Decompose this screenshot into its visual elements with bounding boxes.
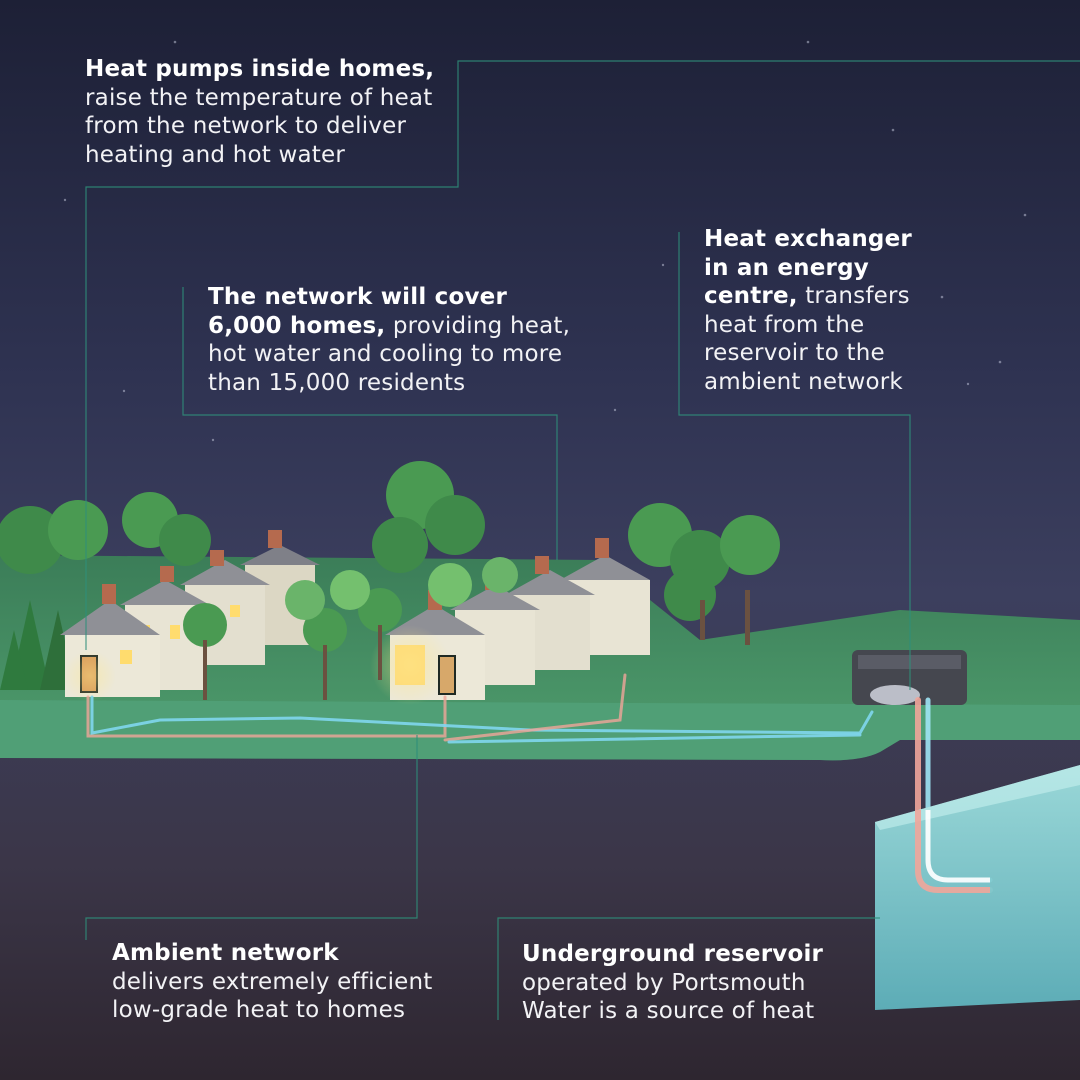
callout-heat-exchanger-title: Heat exchanger in an energy centre, xyxy=(704,226,912,309)
callout-heat-pumps-title: Heat pumps inside homes, xyxy=(85,56,435,82)
callout-heat-pumps: Heat pumps inside homes, raise the tempe… xyxy=(85,55,455,169)
callout-heat-exchanger: Heat exchanger in an energy centre, tran… xyxy=(704,225,934,396)
callout-heat-exchanger-body: transfers heat from the reservoir to the… xyxy=(704,283,910,395)
underground-reservoir xyxy=(875,765,1080,1010)
callout-ambient-network: Ambient network delivers extremely effic… xyxy=(112,939,452,1025)
callout-network-title: The network will cover 6,000 homes, xyxy=(208,284,508,339)
leader-lines xyxy=(85,60,1080,1020)
trees-front xyxy=(183,557,518,700)
callout-reservoir-body: operated by Portsmouth Water is a source… xyxy=(522,969,815,1025)
callout-network: The network will cover 6,000 homes, prov… xyxy=(208,283,578,397)
callout-reservoir-title: Underground reservoir xyxy=(522,941,824,967)
callout-ambient-network-title: Ambient network xyxy=(112,940,339,966)
callout-heat-pumps-body: raise the temperature of heat from the n… xyxy=(85,84,433,168)
callout-network-body: providing heat, hot water and cooling to… xyxy=(208,312,571,396)
trees-back xyxy=(0,461,780,690)
callout-ambient-network-body: delivers extremely efficient low-grade h… xyxy=(112,968,433,1024)
callout-reservoir: Underground reservoir operated by Portsm… xyxy=(522,940,852,1026)
stars xyxy=(63,40,1027,442)
